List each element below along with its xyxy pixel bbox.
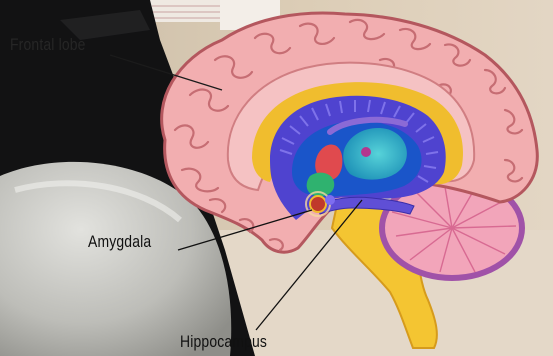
amygdala-label: Amygdala — [88, 232, 151, 252]
frontal-lobe-label: Frontal lobe — [10, 35, 86, 55]
hippocampus-label: Hippocampus — [180, 332, 267, 352]
pineal-dot — [361, 147, 371, 157]
amygdala-structure — [310, 196, 326, 212]
hippocampus-node — [325, 195, 335, 205]
